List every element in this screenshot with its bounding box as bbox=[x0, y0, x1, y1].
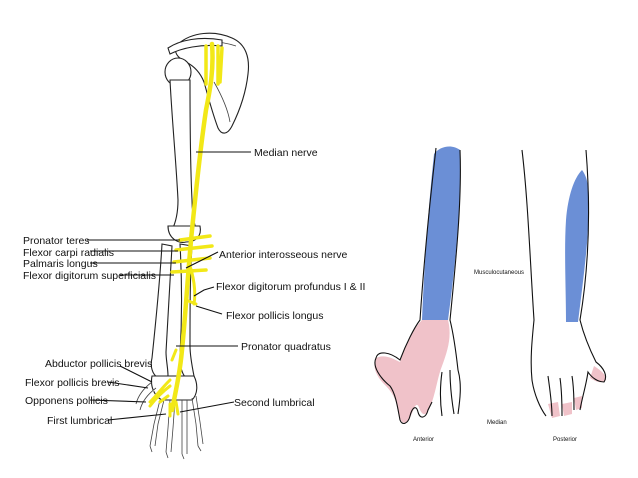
median-zone-posterior-fingers bbox=[548, 396, 582, 418]
median-zone-posterior-thumb bbox=[590, 366, 606, 383]
radius bbox=[150, 243, 173, 379]
label-first-lumbrical: First lumbrical bbox=[47, 415, 112, 427]
label-pronator-teres: Pronator teres bbox=[23, 235, 90, 247]
label-second-lumbrical: Second lumbrical bbox=[234, 397, 315, 409]
label-median-nerve: Median nerve bbox=[254, 147, 318, 159]
label-musculocutaneous: Musculocutaneous bbox=[474, 270, 524, 276]
label-flexor-carpi-radialis: Flexor carpi radialis bbox=[23, 247, 114, 259]
musculocutaneous-zone-anterior bbox=[422, 146, 461, 320]
label-flexor-digitorum-profundus: Flexor digitorum profundus I & II bbox=[216, 281, 365, 293]
clavicle bbox=[167, 37, 223, 55]
label-opponens-pollicis: Opponens pollicis bbox=[25, 395, 108, 407]
label-median: Median bbox=[487, 420, 507, 426]
anterior-arm-sensory bbox=[374, 146, 461, 425]
sensory-labels: Musculocutaneous Median Anterior Posteri… bbox=[413, 270, 577, 443]
leader-lines bbox=[87, 151, 251, 421]
label-flexor-digitorum-superficialis: Flexor digitorum superficialis bbox=[23, 270, 156, 282]
label-flexor-pollicis-longus: Flexor pollicis longus bbox=[226, 310, 323, 322]
posterior-arm-outline bbox=[521, 149, 607, 417]
label-anterior: Anterior bbox=[413, 437, 434, 443]
musculocutaneous-zone-posterior bbox=[565, 170, 590, 322]
label-flexor-pollicis-brevis: Flexor pollicis brevis bbox=[25, 377, 120, 389]
arm-skeleton bbox=[135, 32, 250, 460]
label-posterior: Posterior bbox=[553, 437, 577, 443]
label-palmaris-longus: Palmaris longus bbox=[23, 258, 98, 270]
median-nerve bbox=[148, 41, 224, 418]
label-anterior-interosseous-nerve: Anterior interosseous nerve bbox=[219, 249, 348, 261]
label-abductor-pollicis-brevis: Abductor pollicis brevis bbox=[45, 358, 152, 370]
anterior-arm-outline bbox=[374, 147, 461, 425]
label-pronator-quadratus: Pronator quadratus bbox=[241, 341, 331, 353]
median-zone-anterior bbox=[374, 320, 450, 423]
arm-labels: Median nerve Pronator teres Flexor carpi… bbox=[23, 147, 365, 427]
posterior-arm-sensory bbox=[521, 149, 607, 418]
